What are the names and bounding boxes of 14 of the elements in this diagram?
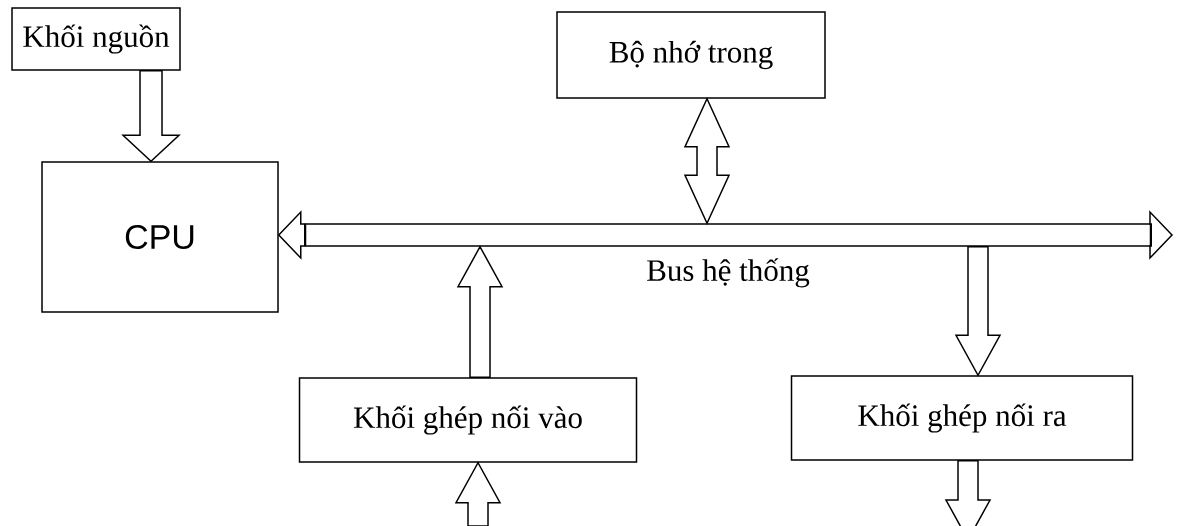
block-arrow xyxy=(454,461,502,526)
block-arrow xyxy=(121,70,181,163)
block-arrow xyxy=(1149,210,1174,260)
block-arrow xyxy=(456,245,504,378)
block-box: CPU xyxy=(41,161,279,313)
block-arrow xyxy=(277,210,306,260)
block-arrow xyxy=(944,460,992,526)
block-box: Khối ghép nối vào xyxy=(298,377,638,463)
system-bus: Bus hệ thống xyxy=(304,223,1152,288)
node-label: Bus hệ thống xyxy=(647,258,810,288)
block-box: Khối ghép nối ra xyxy=(790,375,1134,461)
block-arrow xyxy=(954,246,1002,377)
block-box: Khối nguồn xyxy=(11,7,181,71)
block-box: Bộ nhớ trong xyxy=(556,11,826,99)
